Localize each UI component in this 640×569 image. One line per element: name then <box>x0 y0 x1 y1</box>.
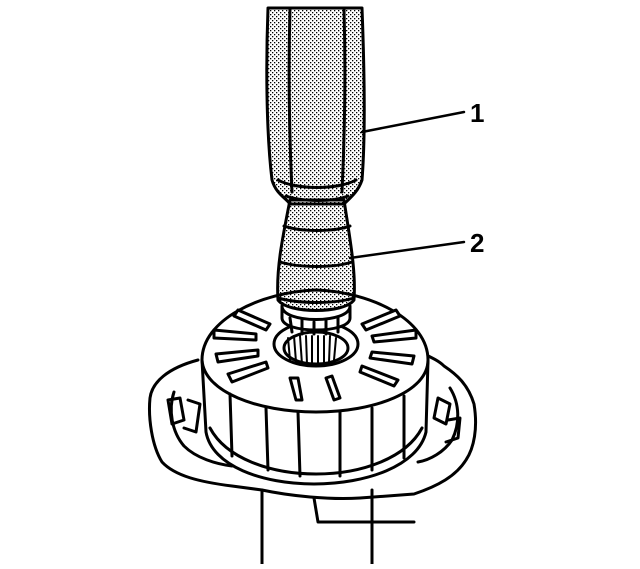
driver-handle <box>265 6 366 206</box>
callout-2-leader <box>348 240 466 260</box>
housing-drum <box>200 288 430 486</box>
mounting-flange <box>148 350 478 501</box>
callout-1-label: 1 <box>470 98 484 128</box>
callout-1-leader <box>360 110 466 134</box>
callout-2-label: 2 <box>470 228 484 258</box>
bearing-rollers <box>287 335 337 365</box>
support-column <box>260 488 416 566</box>
bearing-installer <box>276 198 356 336</box>
